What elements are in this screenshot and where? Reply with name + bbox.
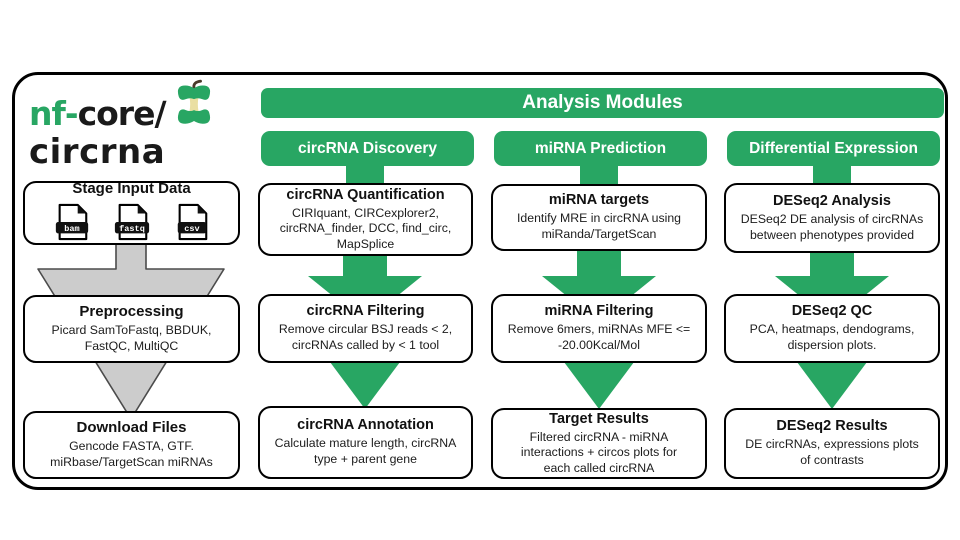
fastq-file-icon: fastq [113, 202, 151, 247]
box-body: Remove circular BSJ reads < 2, circRNAs … [278, 322, 453, 352]
de-arrow-2 [794, 358, 870, 409]
input-file-icons: bam fastq csv [53, 202, 211, 247]
circrna-filtering-box: circRNA Filtering Remove circular BSJ re… [258, 294, 473, 363]
header-circrna-discovery: circRNA Discovery [261, 131, 474, 166]
csv-file-icon: csv [173, 202, 211, 247]
box-title: Download Files [76, 419, 187, 437]
box-title: miRNA targets [548, 192, 650, 209]
de-arrow-1 [775, 247, 889, 322]
logo-pipeline-name: circrna [29, 132, 166, 172]
svg-text:bam: bam [64, 224, 79, 234]
box-title: DESeq2 QC [791, 303, 873, 320]
box-title: circRNA Filtering [306, 303, 425, 320]
target-results-box: Target Results Filtered circRNA - miRNA … [491, 408, 707, 479]
discovery-arrow-2 [327, 358, 403, 409]
header-differential-expression: Differential Expression [727, 131, 940, 166]
deseq2-analysis-box: DESeq2 Analysis DESeq2 DE analysis of ci… [724, 183, 940, 253]
circrna-annotation-box: circRNA Annotation Calculate mature leng… [258, 406, 473, 479]
bam-file-icon: bam [53, 202, 91, 247]
stage-input-data-box: Stage Input Data bam fastq [23, 179, 240, 247]
box-body: PCA, heatmaps, dendograms, dispersion pl… [749, 322, 915, 352]
logo-hyphen: - [64, 94, 79, 133]
circrna-quantification-box: circRNA Quantification CIRIquant, CIRCex… [258, 183, 473, 256]
box-body: DESeq2 DE analysis of circRNAs between p… [740, 211, 924, 242]
box-body: Remove 6mers, miRNAs MFE <= -20.00Kcal/M… [507, 322, 691, 352]
box-title: circRNA Annotation [297, 417, 434, 434]
discovery-arrow-1 [308, 247, 422, 322]
logo-line-1: nf-core/ [29, 79, 216, 130]
box-body: Calculate mature length, circRNA type + … [274, 436, 457, 466]
box-body: CIRIquant, CIRCexplorer2, circRNA_finder… [279, 205, 452, 251]
box-title: Target Results [549, 410, 649, 427]
header-mirna-prediction: miRNA Prediction [494, 131, 707, 166]
svg-text:fastq: fastq [119, 224, 145, 234]
box-title: Stage Input Data [72, 179, 191, 197]
box-title: DESeq2 Analysis [773, 192, 891, 209]
deseq2-results-box: DESeq2 Results DE circRNAs, expressions … [724, 408, 940, 479]
mirna-arrow-1 [542, 247, 656, 322]
pipeline-frame: nf-core/ circrna Stage Input Data [12, 72, 948, 490]
box-title: DESeq2 Results [776, 418, 888, 435]
analysis-modules-banner: Analysis Modules [261, 88, 944, 118]
deseq2-qc-box: DESeq2 QC PCA, heatmaps, dendograms, dis… [724, 294, 940, 363]
preprocessing-box: Preprocessing Picard SamToFastq, BBDUK, … [23, 295, 240, 363]
box-body: Gencode FASTA, GTF. miRbase/TargetScan m… [50, 439, 213, 469]
mirna-targets-box: miRNA targets Identify MRE in circRNA us… [491, 184, 707, 251]
box-title: miRNA Filtering [544, 303, 654, 320]
logo-core: core/ [77, 94, 167, 133]
apple-core-icon [172, 79, 216, 132]
box-body: DE circRNAs, expressions plots of contra… [745, 437, 919, 467]
mirna-filtering-box: miRNA Filtering Remove 6mers, miRNAs MFE… [491, 294, 707, 363]
mirna-arrow-2 [561, 358, 637, 409]
download-files-box: Download Files Gencode FASTA, GTF. miRba… [23, 411, 240, 479]
box-title: Preprocessing [79, 303, 184, 321]
box-body: Filtered circRNA - miRNA interactions + … [520, 429, 678, 475]
box-body: Picard SamToFastq, BBDUK, FastQC, MultiQ… [51, 323, 212, 353]
nfcore-logo: nf-core/ circrna [29, 79, 216, 169]
svg-text:csv: csv [184, 224, 199, 234]
box-title: circRNA Quantification [286, 186, 445, 203]
box-body: Identify MRE in circRNA using miRanda/Ta… [516, 211, 681, 241]
logo-nf: nf [29, 94, 66, 133]
